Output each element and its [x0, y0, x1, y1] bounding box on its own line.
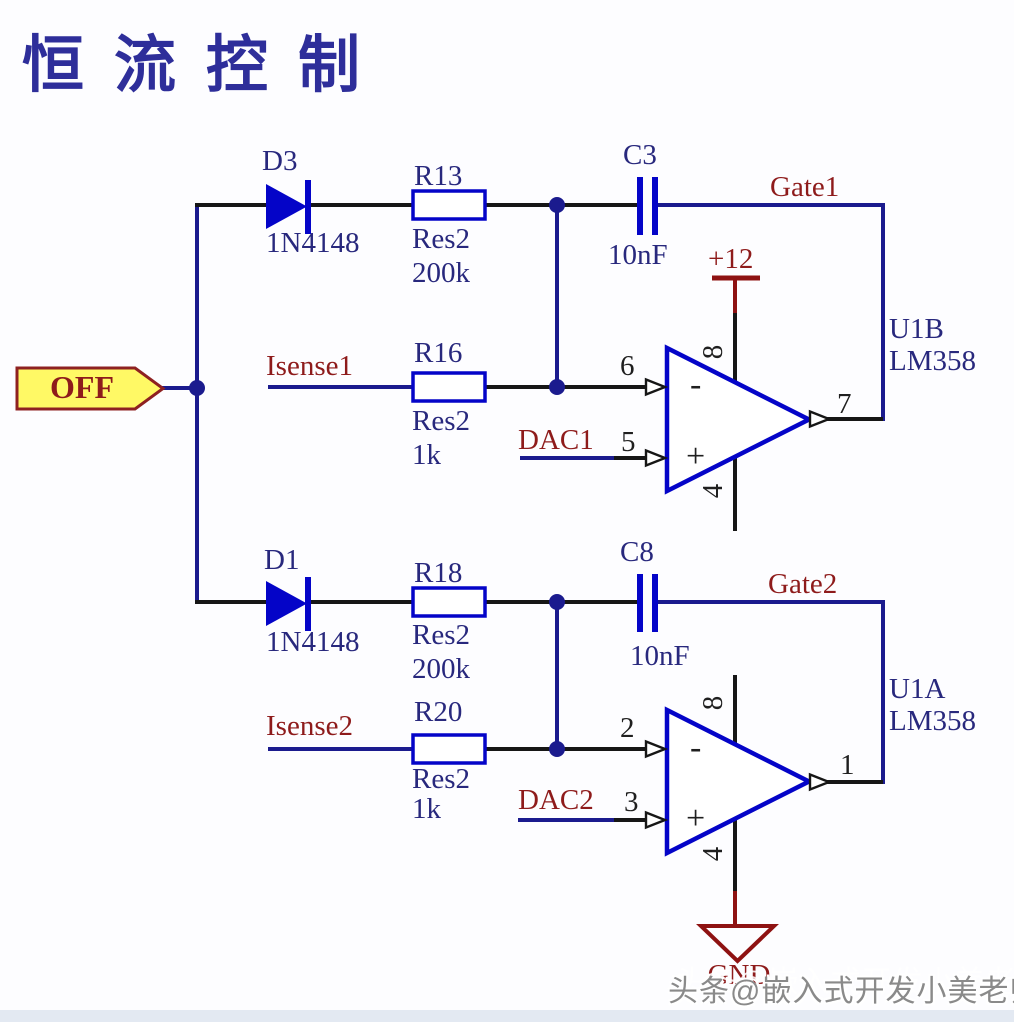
dac2-net-label: DAC2 — [518, 784, 594, 816]
off-flag-label: OFF — [50, 369, 114, 405]
r16-designator: R16 — [414, 337, 463, 369]
pin-arrows — [644, 377, 833, 830]
u1a-noninverting-sign: + — [686, 800, 706, 837]
resistor-r18 — [411, 586, 487, 618]
diode-d3 — [266, 180, 311, 234]
u1a-designator: U1A — [889, 673, 946, 705]
resistor-r20 — [411, 733, 487, 765]
r18-value: 200k — [412, 653, 470, 685]
gnd-triangle — [696, 924, 779, 964]
watermark: 头条@嵌入式开发小美老师 — [668, 975, 1014, 1008]
gate2-net-label: Gate2 — [768, 568, 838, 600]
opamp-u1a-triangle — [664, 706, 815, 857]
u1a-pin8-number: 8 — [697, 695, 730, 711]
r13-type: Res2 — [412, 223, 470, 255]
u1a-pin2-number: 2 — [620, 712, 635, 744]
r20-value: 1k — [412, 793, 441, 825]
junction-dots — [189, 197, 565, 757]
diode-d1-triangle — [266, 581, 307, 626]
arrow-pin3 — [644, 810, 669, 830]
c3-designator: C3 — [623, 139, 657, 171]
arrow-pin1 — [808, 772, 833, 792]
capacitor-c3 — [637, 177, 658, 235]
r20-designator: R20 — [414, 696, 463, 728]
d1-designator: D1 — [264, 544, 300, 576]
diode-d3-triangle — [266, 184, 307, 229]
u1a-pin4-number: 4 — [697, 846, 730, 862]
gnd-label: GND — [707, 959, 771, 991]
u1b-pin8-number: 8 — [697, 344, 730, 360]
u1a-pin1-number: 1 — [840, 749, 855, 781]
c3-value: 10nF — [608, 239, 668, 271]
u1a-pin3-number: 3 — [624, 786, 639, 818]
junction-bottom-1 — [549, 594, 565, 610]
u1a-part: LM358 — [889, 705, 976, 737]
junction-bottom-2 — [549, 741, 565, 757]
d3-designator: D3 — [262, 145, 298, 177]
bottom-strip — [0, 1010, 1014, 1022]
opamp-u1b-triangle — [664, 344, 815, 495]
u1b-pin6-number: 6 — [620, 350, 635, 382]
arrow-pin7 — [808, 409, 833, 429]
d1-part: 1N4148 — [266, 626, 360, 658]
u1b-pin5-number: 5 — [621, 426, 636, 458]
diode-d1 — [266, 577, 311, 631]
resistor-r13 — [411, 189, 487, 221]
isense1-net-label: Isense1 — [266, 350, 353, 382]
u1b-noninverting-sign: + — [686, 438, 706, 475]
d3-part: 1N4148 — [266, 227, 360, 259]
r20-type: Res2 — [412, 763, 470, 795]
u1b-designator: U1B — [889, 313, 944, 345]
power-symbols — [696, 275, 779, 964]
arrow-pin2 — [644, 739, 669, 759]
off-net-flag — [15, 366, 166, 411]
arrow-pin5 — [644, 448, 669, 468]
junction-off — [189, 380, 205, 396]
r18-designator: R18 — [414, 557, 463, 589]
vcc-label: +12 — [708, 243, 754, 275]
r18-type: Res2 — [412, 619, 470, 651]
r16-value: 1k — [412, 439, 441, 471]
r13-value: 200k — [412, 257, 470, 289]
dac1-net-label: DAC1 — [518, 424, 594, 456]
c8-value: 10nF — [630, 640, 690, 672]
arrow-pin6 — [644, 377, 669, 397]
junction-top-2 — [549, 379, 565, 395]
capacitor-c8 — [637, 574, 658, 632]
r16-type: Res2 — [412, 405, 470, 437]
u1b-part: LM358 — [889, 345, 976, 377]
isense2-net-label: Isense2 — [266, 710, 353, 742]
r13-designator: R13 — [414, 160, 463, 192]
u1a-inverting-sign: - — [690, 729, 702, 766]
resistor-r16 — [411, 371, 487, 403]
wires-navy — [157, 203, 885, 822]
page-title: 恒流控制 — [22, 32, 391, 100]
u1b-pin7-number: 7 — [837, 388, 852, 420]
u1b-pin4-number: 4 — [697, 483, 730, 499]
u1b-inverting-sign: - — [690, 366, 702, 403]
gate1-net-label: Gate1 — [770, 171, 840, 203]
junction-top-1 — [549, 197, 565, 213]
c8-designator: C8 — [620, 536, 654, 568]
